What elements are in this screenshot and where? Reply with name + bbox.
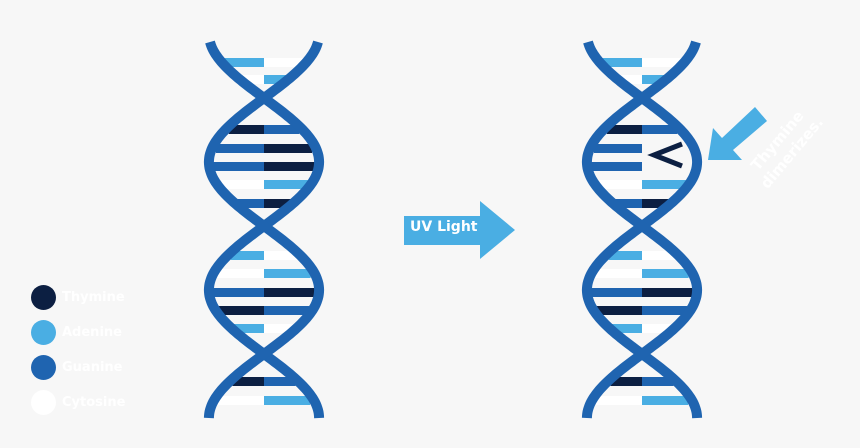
base-adenine xyxy=(642,269,689,278)
dna-helix-before xyxy=(203,40,325,419)
base-guanine xyxy=(642,306,687,315)
base-thymine xyxy=(219,306,264,315)
uv-light-arrow xyxy=(404,201,515,259)
base-thymine xyxy=(597,306,642,315)
legend-item-guanine: Guanine xyxy=(31,354,122,380)
base-guanine xyxy=(264,125,300,134)
base-adenine xyxy=(642,75,665,84)
backbone-strand-2 xyxy=(203,40,325,419)
base-adenine xyxy=(264,396,311,405)
base-guanine xyxy=(591,288,642,297)
base-thymine xyxy=(606,125,642,134)
base-cytosine xyxy=(220,180,264,189)
legend-label: Cytosine xyxy=(62,394,126,410)
base-thymine xyxy=(264,144,313,153)
base-guanine xyxy=(213,288,264,297)
base-guanine xyxy=(264,377,296,386)
base-cytosine xyxy=(217,396,264,405)
base-thymine xyxy=(610,377,642,386)
base-adenine xyxy=(611,324,642,333)
base-thymine xyxy=(264,199,292,208)
base-adenine xyxy=(602,58,642,67)
legend-item-thymine: Thymine xyxy=(31,284,125,310)
base-cytosine xyxy=(642,58,682,67)
base-guanine xyxy=(614,199,642,208)
uv-light-label: UV Light xyxy=(410,219,478,235)
base-cytosine xyxy=(595,396,642,405)
base-cytosine xyxy=(598,180,642,189)
base-adenine xyxy=(608,251,642,260)
base-guanine xyxy=(593,144,642,153)
base-thymine xyxy=(642,288,693,297)
base-guanine xyxy=(236,199,264,208)
base-cytosine xyxy=(642,324,673,333)
base-adenine xyxy=(642,396,689,405)
base-guanine xyxy=(215,144,264,153)
base-adenine xyxy=(230,251,264,260)
legend-label: Adenine xyxy=(62,324,122,340)
base-adenine xyxy=(264,180,308,189)
base-thymine xyxy=(228,125,264,134)
base-thymine xyxy=(232,377,264,386)
base-guanine xyxy=(213,162,264,171)
base-cytosine xyxy=(264,251,298,260)
base-adenine xyxy=(642,180,686,189)
guanine-swatch xyxy=(31,354,56,380)
base-cytosine xyxy=(241,75,264,84)
adenine-swatch xyxy=(31,319,56,345)
cytosine-swatch xyxy=(31,389,56,415)
backbone-strand-2 xyxy=(581,40,703,419)
base-adenine xyxy=(233,324,264,333)
base-cytosine xyxy=(264,58,304,67)
base-cytosine xyxy=(595,269,642,278)
base-guanine xyxy=(264,306,309,315)
base-adenine xyxy=(264,75,287,84)
base-cytosine xyxy=(619,75,642,84)
base-adenine xyxy=(224,58,264,67)
base-guanine xyxy=(642,125,678,134)
dimer-pointer-arrow xyxy=(708,107,767,160)
base-guanine xyxy=(591,162,642,171)
base-thymine xyxy=(264,288,315,297)
thymine-dimer xyxy=(647,141,683,169)
base-thymine xyxy=(642,199,670,208)
legend-label: Guanine xyxy=(62,359,123,375)
legend-label: Thymine xyxy=(62,289,125,305)
base-cytosine xyxy=(642,251,676,260)
dna-helix-after xyxy=(581,40,703,419)
base-adenine xyxy=(264,269,311,278)
base-cytosine xyxy=(217,269,264,278)
thymine-swatch xyxy=(31,284,56,310)
legend-item-adenine: Adenine xyxy=(31,319,122,345)
base-thymine xyxy=(264,162,315,171)
legend-item-cytosine: Cytosine xyxy=(31,389,125,415)
base-cytosine xyxy=(264,324,295,333)
base-guanine xyxy=(642,377,674,386)
